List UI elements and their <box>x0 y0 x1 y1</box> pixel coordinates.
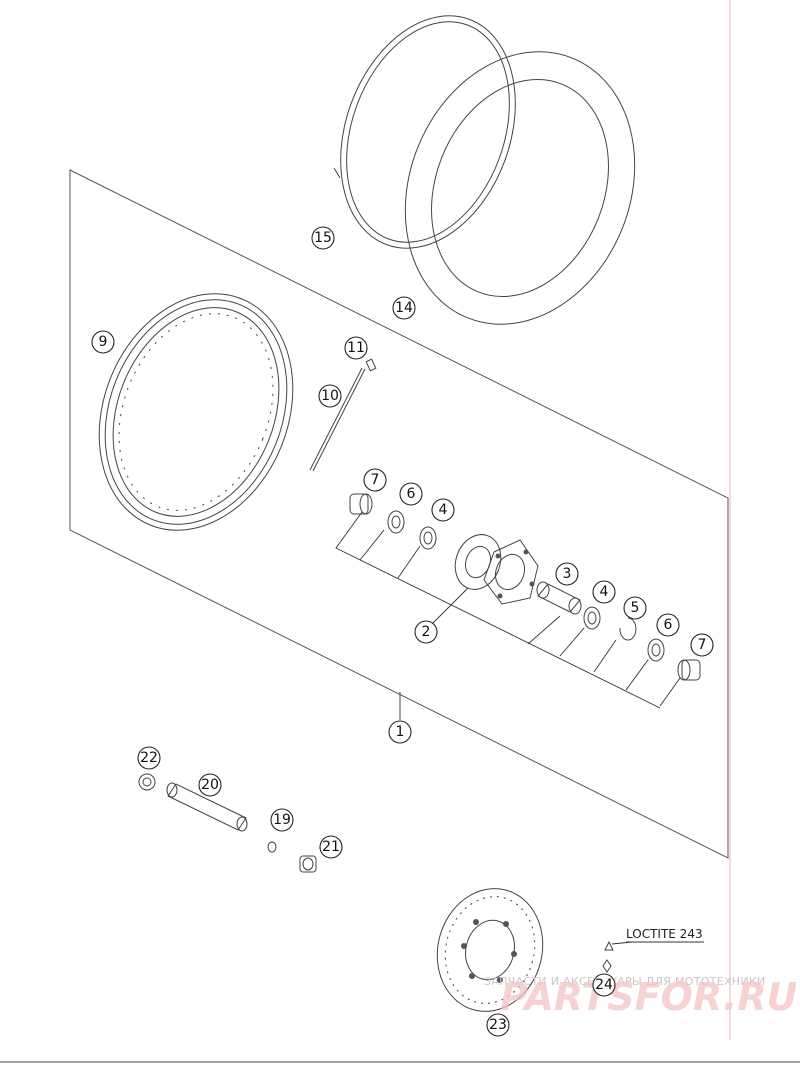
hub-leader-lines <box>335 511 681 720</box>
callout-19: 19 <box>270 808 294 832</box>
callout-14: 14 <box>392 296 416 320</box>
callout-4-left: 4 <box>431 498 455 522</box>
tube-part <box>404 51 636 325</box>
spacer-7-left-part <box>349 493 373 515</box>
brake-disc-part <box>436 888 544 1012</box>
svg-text:14: 14 <box>395 300 413 316</box>
watermark-tagline: ЗАПЧАСТИ И АКСЕССУАРЫ ДЛЯ МОТОТЕХНИКИ <box>484 975 766 988</box>
seal-6-left-part <box>387 510 405 534</box>
spoke-part <box>309 367 366 472</box>
washer-19-part <box>267 841 277 853</box>
svg-text:23: 23 <box>489 1017 507 1033</box>
seal-6-right-part <box>647 638 665 662</box>
spacer-sleeve-part <box>536 581 582 615</box>
svg-text:10: 10 <box>321 388 339 404</box>
callout-4-right: 4 <box>592 580 616 604</box>
callout-1: 1 <box>388 720 412 744</box>
svg-text:6: 6 <box>407 486 416 502</box>
circlip-5-part <box>619 617 637 641</box>
callout-21: 21 <box>319 835 343 859</box>
callout-24: 24 <box>592 973 616 997</box>
svg-text:3: 3 <box>563 566 572 582</box>
svg-text:20: 20 <box>201 777 219 793</box>
callout-7-left: 7 <box>363 468 387 492</box>
callout-23: 23 <box>486 1013 510 1037</box>
callout-11: 11 <box>344 336 368 360</box>
svg-text:22: 22 <box>140 750 158 766</box>
rim-part <box>98 293 294 531</box>
svg-text:1: 1 <box>396 724 405 740</box>
hub-part <box>454 534 539 605</box>
callout-22: 22 <box>137 746 161 770</box>
svg-text:15: 15 <box>314 230 332 246</box>
svg-text:9: 9 <box>99 334 108 350</box>
svg-text:11: 11 <box>347 340 365 356</box>
callout-6-left: 6 <box>399 482 423 506</box>
disc-screw-part <box>602 940 704 973</box>
svg-text:6: 6 <box>664 617 673 633</box>
svg-text:24: 24 <box>595 977 613 993</box>
bearing-4-left-part <box>419 526 437 550</box>
callout-5: 5 <box>623 596 647 620</box>
svg-text:21: 21 <box>322 839 340 855</box>
callout-15: 15 <box>311 226 335 250</box>
callout-9: 9 <box>91 330 115 354</box>
svg-text:5: 5 <box>631 600 640 616</box>
svg-text:7: 7 <box>371 472 380 488</box>
callout-2: 2 <box>414 620 438 644</box>
callout-6-right: 6 <box>656 613 680 637</box>
spacer-7-right-part <box>677 659 701 681</box>
bearing-4-right-part <box>583 606 601 630</box>
loctite-note: LOCTITE 243 <box>626 927 703 941</box>
assembly-frame <box>69 169 729 859</box>
svg-text:4: 4 <box>439 502 448 518</box>
svg-text:7: 7 <box>698 637 707 653</box>
svg-text:19: 19 <box>273 812 291 828</box>
callout-3: 3 <box>555 562 579 586</box>
spoke-nipple-part <box>365 358 377 372</box>
svg-text:2: 2 <box>422 624 431 640</box>
callout-10: 10 <box>318 384 342 408</box>
collar-21-part <box>299 855 317 873</box>
axle-20-part <box>166 782 248 832</box>
rim-tape-part <box>333 15 516 249</box>
axle-nut-22-part <box>138 773 156 791</box>
watermark-logo: PARTSFOR.RU <box>500 975 798 1019</box>
callout-7-right: 7 <box>690 633 714 657</box>
svg-text:4: 4 <box>600 584 609 600</box>
callout-20: 20 <box>198 773 222 797</box>
